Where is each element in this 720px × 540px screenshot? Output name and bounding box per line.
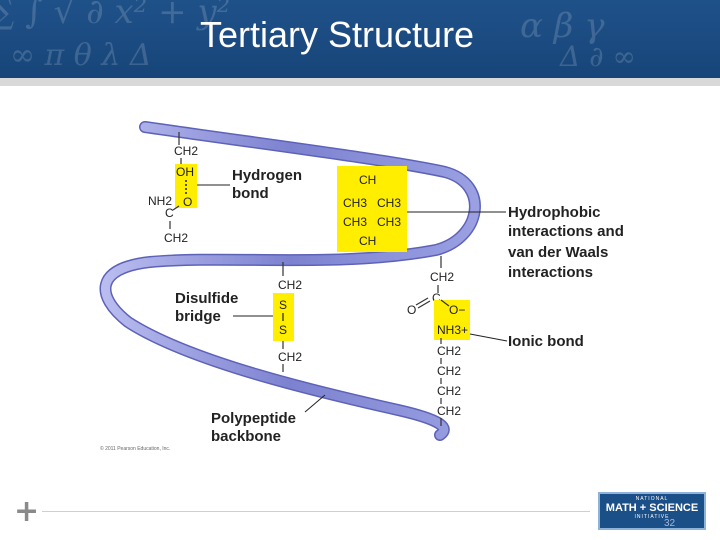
hydrophobic-label-line2: interactions and <box>508 223 624 240</box>
polypeptide-ribbon <box>99 121 481 441</box>
h-bond-o: O <box>183 195 192 209</box>
slide-number: 32 <box>664 518 676 529</box>
nmsi-logo: NATIONAL MATH + SCIENCE INITIATIVE <box>598 492 706 530</box>
hydrophobic-ch3-c: CH3 <box>343 215 367 229</box>
disulfide-bottom-ch2: CH2 <box>278 350 302 364</box>
disulfide-s-bottom: S <box>279 323 287 337</box>
ionic-ch2-3: CH2 <box>437 384 461 398</box>
disulfide-label-line2: bridge <box>175 308 221 325</box>
hydrophobic-label-line4: interactions <box>508 264 593 281</box>
backbone-label-line1: Polypeptide <box>211 410 296 427</box>
disulfide-s-top: S <box>279 298 287 312</box>
hydrogen-bond-label-line2: bond <box>232 185 269 202</box>
header-decoration: ∑ ∫ √ ∂ x² + y² <box>0 0 231 32</box>
ionic-highlight <box>434 300 470 340</box>
hydrophobic-ch-bottom: CH <box>359 234 376 248</box>
disulfide-top-ch2: CH2 <box>278 278 302 292</box>
hydrophobic-label: Hydrophobic interactions and van der Waa… <box>508 204 624 281</box>
backbone-label-line2: backbone <box>211 428 281 445</box>
backbone-label: Polypeptide backbone <box>211 410 296 445</box>
header-decoration: α β γ <box>520 6 605 46</box>
h-bond-c: C <box>165 206 174 220</box>
logo-line2: MATH + SCIENCE <box>605 502 699 514</box>
ionic-nh3: NH3+ <box>437 323 468 337</box>
hydrogen-bond-group: CH2 OH O NH2 C CH2 <box>148 132 230 245</box>
header-rule <box>0 78 720 86</box>
ionic-top-ch2: CH2 <box>430 270 454 284</box>
copyright-note: © 2011 Pearson Education, Inc. <box>100 445 170 452</box>
ionic-o-left: O <box>407 303 416 317</box>
hydrophobic-group: CH CH3 CH3 CH3 CH3 CH <box>337 166 506 252</box>
slide-header: ∑ ∫ √ ∂ x² + y² ∞ π θ λ Δ α β γ Δ ∂ ∞ Te… <box>0 0 720 78</box>
slide-title: Tertiary Structure <box>200 14 475 55</box>
hydrophobic-ch3-b: CH3 <box>377 196 401 210</box>
hydrophobic-ch3-a: CH3 <box>343 196 367 210</box>
plus-icon: + <box>14 494 40 529</box>
logo-line1: NATIONAL <box>635 496 669 502</box>
footer-rule <box>42 511 590 512</box>
ionic-group: CH2 O C O− NH3+ CH2 CH2 CH2 CH2 <box>407 256 508 426</box>
ionic-ch2-1: CH2 <box>437 344 461 358</box>
header-decoration: ∞ π θ λ Δ <box>10 38 152 73</box>
ionic-ch2-4: CH2 <box>437 404 461 418</box>
logo-line3: INITIATIVE <box>634 514 670 520</box>
h-bond-top-ch2: CH2 <box>174 144 198 158</box>
hydrophobic-ch3-d: CH3 <box>377 215 401 229</box>
ionic-ch2-2: CH2 <box>437 364 461 378</box>
ionic-c: C <box>432 291 441 305</box>
hydrophobic-ch-top: CH <box>359 173 376 187</box>
header-decoration: Δ ∂ ∞ <box>560 40 636 73</box>
disulfide-label-line1: Disulfide <box>175 290 238 307</box>
h-bond-bottom-ch2: CH2 <box>164 231 188 245</box>
hydrophobic-label-line3: van der Waals <box>508 244 608 261</box>
hydrogen-bond-label: Hydrogen bond <box>232 167 302 202</box>
disulfide-label: Disulfide bridge <box>175 290 238 325</box>
h-bond-nh2: NH2 <box>148 194 172 208</box>
h-bond-oh: OH <box>176 165 194 179</box>
hydrogen-bond-label-line1: Hydrogen <box>232 167 302 184</box>
hydrophobic-highlight <box>337 166 407 252</box>
ionic-bond-label: Ionic bond <box>508 333 584 350</box>
disulfide-group: CH2 S S CH2 <box>233 262 302 372</box>
backbone-leader <box>304 394 326 413</box>
hydrophobic-label-line1: Hydrophobic <box>508 204 601 221</box>
ionic-o-minus: O− <box>449 303 465 317</box>
